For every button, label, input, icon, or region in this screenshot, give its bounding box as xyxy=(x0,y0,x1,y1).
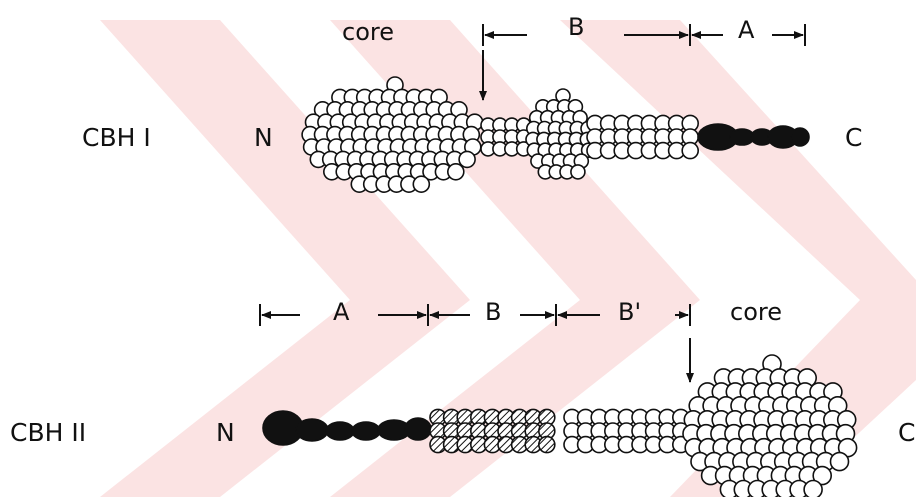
bead xyxy=(413,176,429,192)
cbh2-core xyxy=(683,355,857,497)
cbh2-segment-a: A xyxy=(333,300,349,324)
cbh2-a-region xyxy=(263,411,431,445)
cbh1-core xyxy=(302,77,483,192)
bead xyxy=(539,437,555,453)
cbh2-b-prime-region xyxy=(564,409,689,452)
cbh2-core-label: core xyxy=(730,300,782,324)
bead xyxy=(459,151,475,167)
cbh1-c-terminus: C xyxy=(845,125,862,150)
cbh1-molecule xyxy=(302,77,809,192)
cbh1-b-region xyxy=(481,89,698,179)
bead xyxy=(448,164,464,180)
cbh2-segment-b-prime: B' xyxy=(618,300,641,324)
cbh2-molecule xyxy=(263,355,857,497)
bead xyxy=(804,481,822,497)
cbh1-a-region xyxy=(698,124,809,150)
cbh2-segment-b: B xyxy=(485,300,501,324)
cbh1-dimension-lines xyxy=(483,24,805,100)
cbh1-segment-a: A xyxy=(738,18,754,42)
bead xyxy=(831,453,849,471)
cbh1-name: CBH I xyxy=(82,125,151,150)
bead xyxy=(571,165,585,179)
cbh1-core-label: core xyxy=(342,20,394,44)
cbh1-n-terminus: N xyxy=(254,125,273,150)
cbh1-segment-b: B xyxy=(568,15,584,39)
cbh2-b-region xyxy=(430,409,555,452)
cbh2-name: CBH II xyxy=(10,420,86,445)
cbh2-n-terminus: N xyxy=(216,420,235,445)
cbh2-c-terminus: C xyxy=(898,420,915,445)
bead xyxy=(682,143,698,159)
